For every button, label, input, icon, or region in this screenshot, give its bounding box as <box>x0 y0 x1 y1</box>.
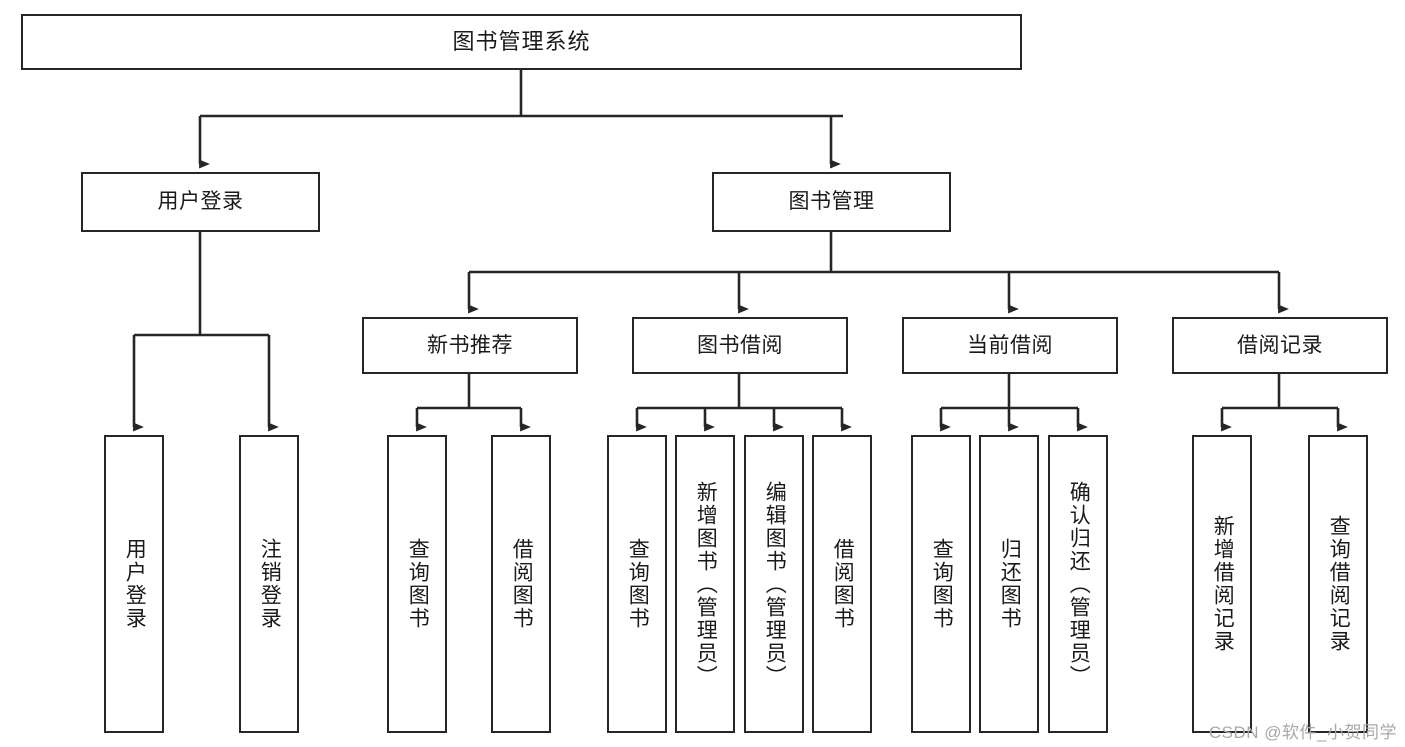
node-new-book-recommend[interactable]: 新书推荐 <box>362 317 578 374</box>
node-label: 借阅图书 <box>510 538 534 630</box>
node-root-library-system[interactable]: 图书管理系统 <box>21 14 1022 70</box>
watermark: CSDN @软件_小贺同学 <box>1208 723 1397 742</box>
node-label: 编辑图书（管理员） <box>763 480 787 688</box>
node-label: 查询图书 <box>930 538 954 630</box>
leaf-confirm-return-admin[interactable]: 确认归还（管理员） <box>1048 435 1108 733</box>
leaf-add-borrow-record[interactable]: 新增借阅记录 <box>1192 435 1252 733</box>
node-label: 当前借阅 <box>967 333 1053 357</box>
node-label: 图书管理系统 <box>452 28 591 54</box>
leaf-query-book-borrow[interactable]: 查询图书 <box>607 435 667 733</box>
node-book-borrow[interactable]: 图书借阅 <box>632 317 848 374</box>
leaf-query-book-current[interactable]: 查询图书 <box>911 435 971 733</box>
node-user-login[interactable]: 用户登录 <box>81 172 320 232</box>
leaf-add-book-admin[interactable]: 新增图书（管理员） <box>675 435 735 733</box>
node-label: 用户登录 <box>157 190 244 214</box>
node-label: 图书管理 <box>788 190 875 214</box>
node-label: 新增图书（管理员） <box>694 480 718 688</box>
node-label: 借阅图书 <box>831 538 855 630</box>
node-label: 新增借阅记录 <box>1211 515 1235 653</box>
node-label: 归还图书 <box>998 538 1022 630</box>
node-label: 查询图书 <box>626 538 650 630</box>
leaf-logout-login[interactable]: 注销登录 <box>239 435 299 733</box>
node-label: 新书推荐 <box>427 333 513 357</box>
leaf-query-borrow-record[interactable]: 查询借阅记录 <box>1308 435 1368 733</box>
node-label: 借阅记录 <box>1237 333 1323 357</box>
leaf-return-book[interactable]: 归还图书 <box>979 435 1039 733</box>
leaf-user-login[interactable]: 用户登录 <box>104 435 164 733</box>
node-label: 查询借阅记录 <box>1327 515 1351 653</box>
node-current-borrow[interactable]: 当前借阅 <box>902 317 1118 374</box>
leaf-borrow-book[interactable]: 借阅图书 <box>812 435 872 733</box>
node-label: 确认归还（管理员） <box>1067 480 1091 688</box>
node-label: 用户登录 <box>123 538 147 630</box>
leaf-borrow-book-recommend[interactable]: 借阅图书 <box>491 435 551 733</box>
node-borrow-record[interactable]: 借阅记录 <box>1172 317 1388 374</box>
node-label: 查询图书 <box>406 538 430 630</box>
node-label: 图书借阅 <box>697 333 783 357</box>
node-book-management[interactable]: 图书管理 <box>712 172 951 232</box>
leaf-edit-book-admin[interactable]: 编辑图书（管理员） <box>744 435 804 733</box>
node-label: 注销登录 <box>258 538 282 630</box>
leaf-query-book-recommend[interactable]: 查询图书 <box>387 435 447 733</box>
